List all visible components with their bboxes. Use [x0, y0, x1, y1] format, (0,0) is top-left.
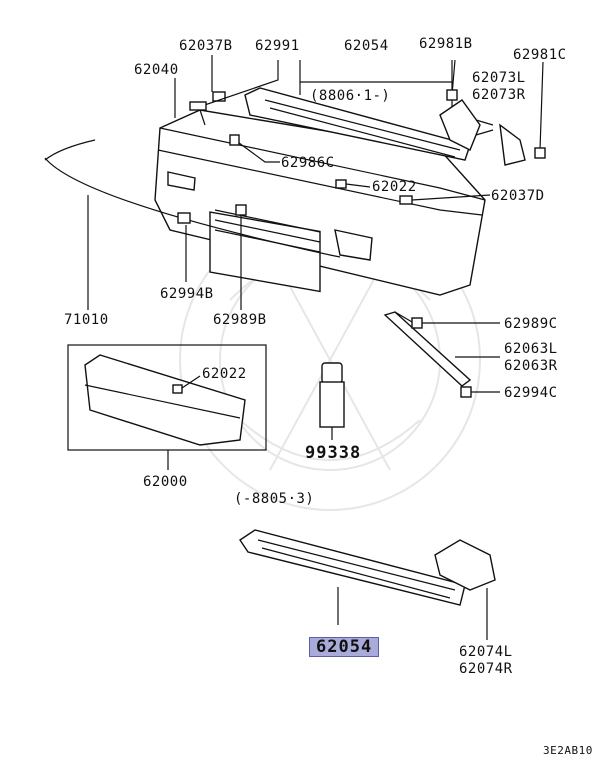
label-71010[interactable]: 71010 — [64, 312, 109, 328]
label-62074R[interactable]: 62074R — [459, 661, 513, 677]
label-62989B[interactable]: 62989B — [213, 312, 267, 328]
label-62054-bottom-highlighted[interactable]: 62054 — [309, 637, 380, 657]
clip-62022-top — [335, 179, 347, 189]
label-62063R[interactable]: 62063R — [504, 358, 558, 374]
label-62073R[interactable]: 62073R — [472, 87, 526, 103]
bracket-62074 — [434, 539, 496, 640]
stay-62063 — [383, 311, 500, 398]
label-62022-top[interactable]: 62022 — [372, 179, 417, 195]
label-62073L[interactable]: 62073L — [472, 70, 526, 86]
label-62063L[interactable]: 62063L — [504, 341, 558, 357]
bolt-62981C — [534, 61, 546, 159]
label-62000[interactable]: 62000 — [143, 474, 188, 490]
clip-62037B — [211, 55, 226, 102]
clip-62986C — [229, 134, 240, 146]
bracket-62073 — [439, 99, 526, 166]
label-62989C[interactable]: 62989C — [504, 316, 558, 332]
label-62037D[interactable]: 62037D — [491, 188, 545, 204]
bolt-62981B — [446, 59, 458, 101]
label-62054-top[interactable]: 62054 — [344, 38, 389, 54]
label-62986C[interactable]: 62986C — [281, 155, 335, 171]
clip-62989B — [235, 204, 247, 216]
clip-62037D — [399, 195, 413, 205]
leader-62986C — [234, 139, 280, 163]
label-62991[interactable]: 62991 — [255, 38, 300, 54]
nut-62994B — [177, 212, 191, 224]
diagram-reference-code: 3E2AB10 — [543, 744, 593, 757]
adhesive-tube-99338 — [319, 362, 345, 440]
date-range-new: (8806·1-) — [310, 88, 391, 104]
label-62994B[interactable]: 62994B — [160, 286, 214, 302]
date-range-old: (-8805·3) — [234, 491, 315, 507]
label-99338[interactable]: 99338 — [305, 443, 362, 463]
front-bumper-assembly — [154, 109, 486, 296]
reinforcement-bottom — [239, 529, 466, 625]
label-62037B[interactable]: 62037B — [179, 38, 233, 54]
label-62040[interactable]: 62040 — [134, 62, 179, 78]
clip-62991 — [189, 60, 279, 111]
label-62981C[interactable]: 62981C — [513, 47, 567, 63]
bumper-assembly-box-62000 — [67, 344, 267, 470]
leader-62022-top — [345, 183, 371, 188]
label-62981B[interactable]: 62981B — [419, 36, 473, 52]
moulding-71010-tip — [44, 139, 96, 161]
label-62074L[interactable]: 62074L — [459, 644, 513, 660]
reinforcement-top — [244, 60, 471, 161]
leader-62037D — [411, 194, 491, 201]
label-62994C[interactable]: 62994C — [504, 385, 558, 401]
label-62022-box[interactable]: 62022 — [202, 366, 247, 382]
moulding-71010 — [44, 157, 341, 258]
